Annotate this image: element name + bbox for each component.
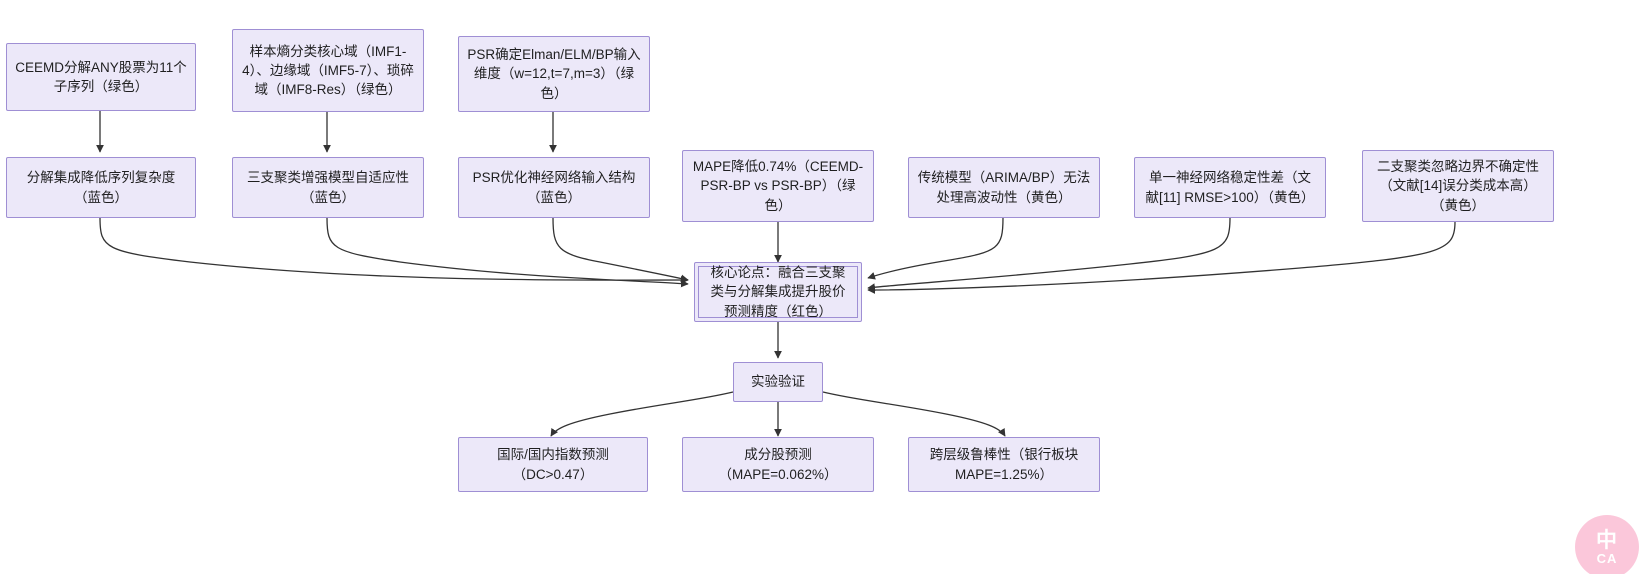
node-mape-drop[interactable]: MAPE降低0.74%（CEEMD-PSR-BP vs PSR-BP）（绿色） bbox=[682, 150, 874, 222]
node-traditional-limit-label: 传统模型（ARIMA/BP）无法处理高波动性（黄色） bbox=[917, 170, 1091, 205]
node-two-way-boundary[interactable]: 二支聚类忽略边界不确定性（文献[14]误分类成本高）（黄色） bbox=[1362, 150, 1554, 222]
watermark-badge: 中 CA bbox=[1575, 515, 1639, 574]
node-sample-entropy[interactable]: 样本熵分类核心域（IMF1-4）、边缘域（IMF5-7）、琐碎域（IMF8-Re… bbox=[232, 29, 424, 112]
edge-threeway-to-hub bbox=[326, 217, 689, 288]
node-experiment-label: 实验验证 bbox=[751, 374, 805, 390]
node-core-thesis-inner: 核心论点：融合三支聚类与分解集成提升股价预测精度（红色） bbox=[698, 265, 858, 319]
edge-experiment-to-index bbox=[550, 391, 734, 437]
node-two-way-boundary-label: 二支聚类忽略边界不确定性（文献[14]误分类成本高）（黄色） bbox=[1377, 159, 1539, 213]
node-constituent-forecast-label: 成分股预测（MAPE=0.062%） bbox=[718, 447, 838, 482]
node-constituent-forecast[interactable]: 成分股预测（MAPE=0.062%） bbox=[682, 437, 874, 492]
node-three-way-adaptive[interactable]: 三支聚类增强模型自适应性（蓝色） bbox=[232, 157, 424, 218]
node-psr-input-dim[interactable]: PSR确定Elman/ELM/BP输入维度（w=12,t=7,m=3）（绿色） bbox=[458, 36, 650, 112]
edge-experiment-to-robust bbox=[822, 391, 1006, 437]
node-single-nn-unstable-label: 单一神经网络稳定性差（文献[11] RMSE>100）（黄色） bbox=[1145, 170, 1315, 205]
node-psr-optimize[interactable]: PSR优化神经网络输入结构（蓝色） bbox=[458, 157, 650, 218]
edge-twoway-to-hub bbox=[867, 221, 1456, 294]
node-sample-entropy-label: 样本熵分类核心域（IMF1-4）、边缘域（IMF5-7）、琐碎域（IMF8-Re… bbox=[242, 43, 414, 98]
node-reduce-complexity[interactable]: 分解集成降低序列复杂度（蓝色） bbox=[6, 157, 196, 218]
node-single-nn-unstable[interactable]: 单一神经网络稳定性差（文献[11] RMSE>100）（黄色） bbox=[1134, 157, 1326, 218]
node-index-forecast[interactable]: 国际/国内指数预测（DC>0.47） bbox=[458, 437, 648, 492]
node-core-thesis-label: 核心论点：融合三支聚类与分解集成提升股价预测精度（红色） bbox=[710, 265, 846, 319]
node-traditional-limit[interactable]: 传统模型（ARIMA/BP）无法处理高波动性（黄色） bbox=[908, 157, 1100, 218]
node-reduce-complexity-label: 分解集成降低序列复杂度（蓝色） bbox=[26, 170, 176, 205]
watermark-en-text: CA bbox=[1596, 550, 1618, 566]
node-psr-optimize-label: PSR优化神经网络输入结构（蓝色） bbox=[472, 170, 636, 205]
node-ceemd-decompose[interactable]: CEEMD分解ANY股票为11个子序列（绿色） bbox=[6, 43, 196, 111]
node-index-forecast-label: 国际/国内指数预测（DC>0.47） bbox=[497, 447, 609, 482]
node-ceemd-decompose-label: CEEMD分解ANY股票为11个子序列（绿色） bbox=[15, 59, 187, 94]
watermark-cn-text: 中 bbox=[1596, 528, 1618, 552]
node-core-thesis[interactable]: 核心论点：融合三支聚类与分解集成提升股价预测精度（红色） bbox=[694, 262, 862, 322]
edge-singlenn-to-hub bbox=[867, 217, 1231, 292]
node-experiment[interactable]: 实验验证 bbox=[733, 362, 823, 402]
node-cross-level-robust-label: 跨层级鲁棒性（银行板块MAPE=1.25%） bbox=[929, 447, 1079, 482]
edge-traditional-to-hub bbox=[867, 217, 1004, 280]
edge-complexity-to-hub bbox=[99, 217, 689, 284]
node-psr-input-dim-label: PSR确定Elman/ELM/BP输入维度（w=12,t=7,m=3）（绿色） bbox=[467, 47, 641, 101]
node-three-way-adaptive-label: 三支聚类增强模型自适应性（蓝色） bbox=[247, 170, 409, 205]
edge-psropt-to-hub bbox=[552, 217, 689, 283]
node-mape-drop-label: MAPE降低0.74%（CEEMD-PSR-BP vs PSR-BP）（绿色） bbox=[692, 159, 864, 213]
node-cross-level-robust[interactable]: 跨层级鲁棒性（银行板块MAPE=1.25%） bbox=[908, 437, 1100, 492]
